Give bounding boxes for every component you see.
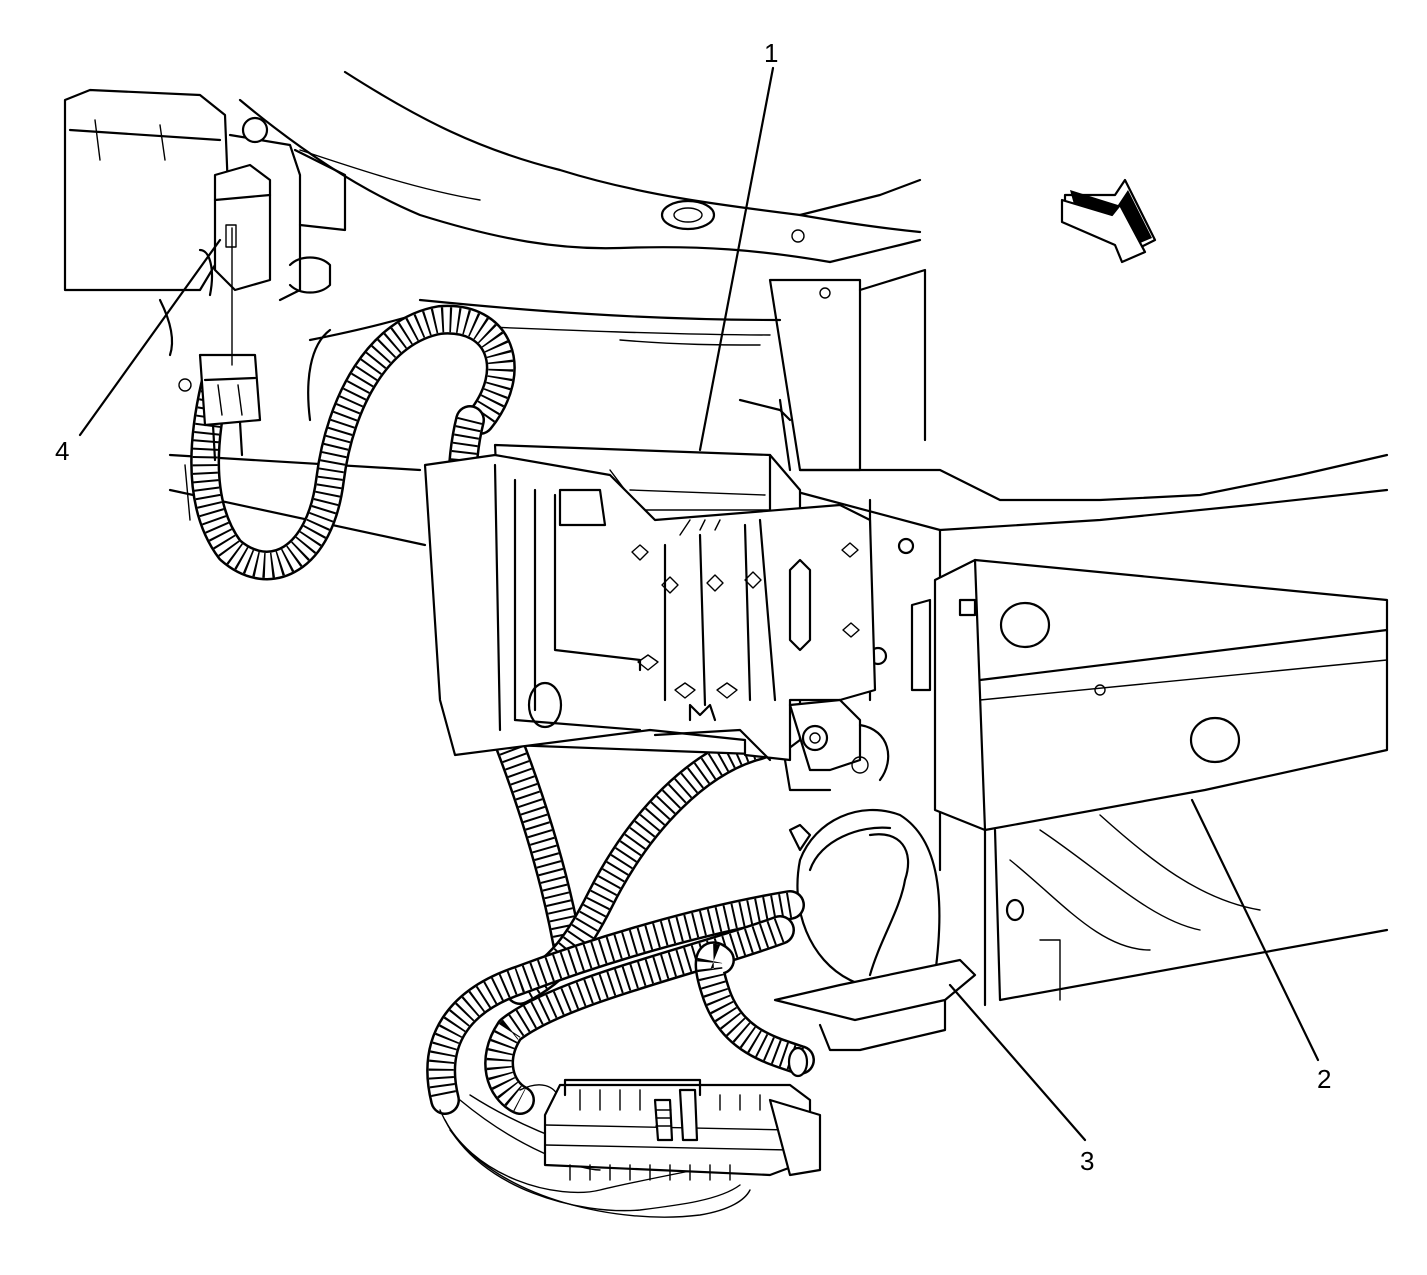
callout-1: 1	[764, 38, 778, 68]
leader-1	[698, 66, 775, 452]
callout-leaders	[78, 66, 1320, 1142]
leader-4	[78, 238, 222, 437]
horn	[773, 808, 977, 1052]
direction-arrow-icon	[1060, 178, 1157, 264]
bumper-impact-bar	[910, 558, 1389, 1007]
callout-4: 4	[55, 436, 69, 466]
module-bracket	[423, 453, 890, 792]
callout-3: 3	[1080, 1146, 1094, 1176]
leader-3	[948, 983, 1087, 1142]
leader-2	[1190, 798, 1320, 1062]
harness-connector	[543, 1078, 822, 1181]
callout-2: 2	[1317, 1064, 1331, 1094]
sensor-reservoir	[63, 88, 347, 462]
